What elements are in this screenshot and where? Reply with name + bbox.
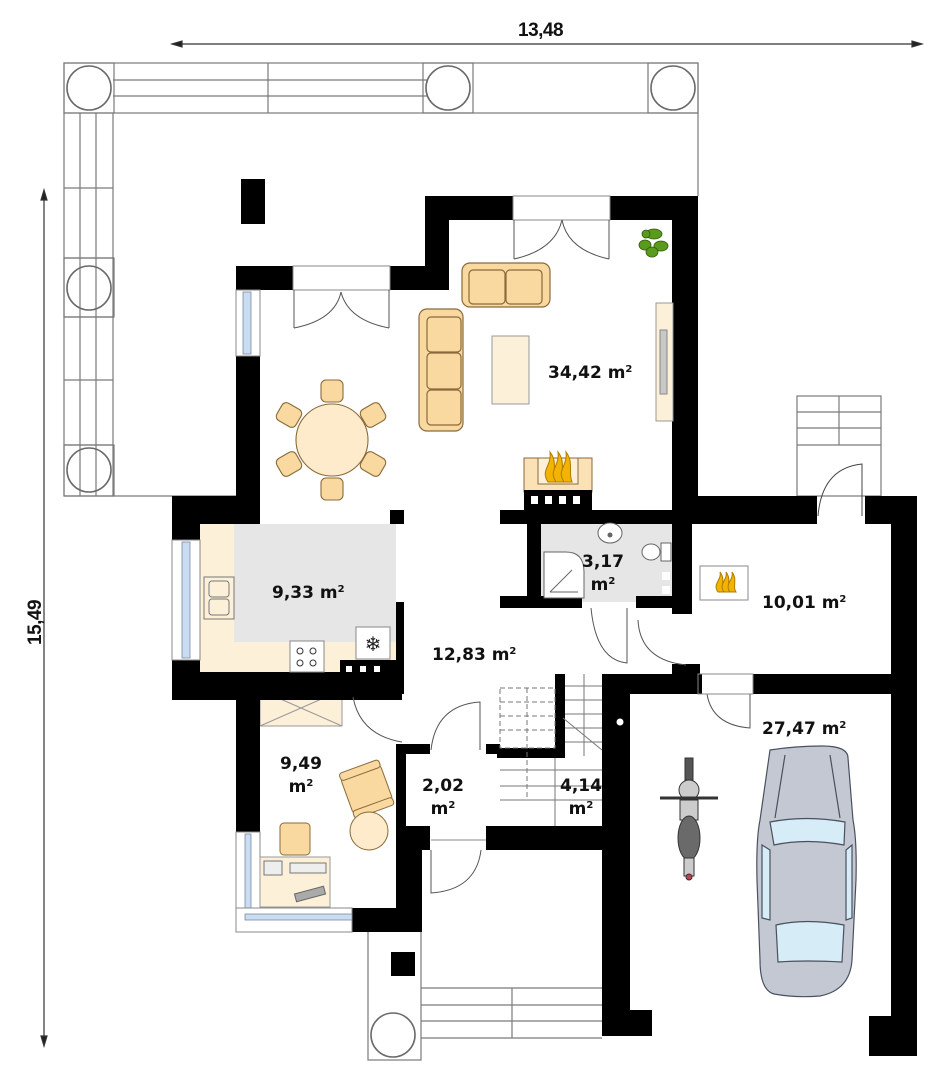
rear-door-swing: [817, 463, 863, 517]
rear-stairs: [796, 395, 882, 497]
coffee-table: [491, 335, 530, 405]
room-area: 9,33: [272, 583, 314, 603]
room-unit: m: [288, 777, 307, 797]
room-label-kitchen: 9,33 m2: [272, 580, 345, 603]
bath-chimney: [662, 572, 670, 594]
room-label-living-room: 34,42 m2: [548, 360, 632, 383]
room-area: 10,01: [762, 593, 816, 613]
room-unit-sup: 2: [509, 646, 517, 657]
car: [756, 745, 857, 998]
height-dimension-label: 15,49: [25, 599, 46, 645]
kitchen-floor-tile: [234, 524, 396, 642]
chimney-block: [241, 179, 265, 224]
fridge: ❄: [355, 626, 391, 660]
room-area: 27,47: [762, 719, 816, 739]
room-unit: m: [821, 593, 840, 613]
kitchen-sink: [203, 576, 235, 620]
tv-cabinet: [655, 302, 674, 422]
room-area: 34,42: [548, 363, 602, 383]
fireplace: [523, 450, 593, 510]
svg-text:❄: ❄: [365, 632, 382, 656]
interior-stairs: [499, 674, 603, 826]
room-area: 3,17: [582, 552, 624, 572]
room-unit-sup: 2: [337, 584, 345, 595]
room-label-bathroom: 3,17 m2: [582, 552, 624, 595]
room-label-garage: 27,47 m2: [762, 716, 846, 739]
room-label-hall: 12,83 m2: [432, 642, 516, 665]
walls: [172, 196, 917, 1056]
sofa-top: [461, 262, 551, 308]
dimension-height-line: [40, 187, 48, 1049]
room-area: 2,02: [422, 776, 464, 796]
side-table: [349, 811, 389, 851]
windows: [171, 289, 353, 933]
room-unit-sup: 2: [586, 800, 594, 811]
potted-plant: [638, 228, 669, 258]
room-unit-sup: 2: [608, 576, 616, 587]
room-unit: m: [568, 799, 587, 819]
bathroom-fixtures: [543, 522, 672, 599]
room-area: 4,14: [560, 776, 602, 796]
dining-set: [275, 379, 387, 501]
doors: [292, 195, 754, 894]
room-unit-sup: 2: [448, 800, 456, 811]
room-area: 12,83: [432, 645, 486, 665]
armchair: [339, 759, 395, 819]
motorcycle: [660, 757, 718, 881]
front-post-block: [391, 952, 415, 976]
room-label-boiler-room: 10,01 m2: [762, 590, 846, 613]
front-stairs: [367, 929, 602, 1061]
room-unit: m: [821, 719, 840, 739]
kitchen-stove: [289, 640, 325, 673]
light-switch-dot: [615, 717, 625, 727]
room-unit: m: [607, 363, 626, 383]
terrace-columns: [66, 65, 696, 493]
sofa-left: [418, 308, 464, 432]
room-label-vestibule: 2,02 m2: [422, 776, 464, 819]
room-unit: m: [319, 583, 338, 603]
boiler-unit: [699, 565, 749, 601]
room-unit-sup: 2: [625, 364, 633, 375]
room-label-storage: 4,14 m2: [560, 776, 602, 819]
desk: [259, 822, 331, 908]
room-unit: m: [430, 799, 449, 819]
width-dimension-label: 13,48: [518, 20, 564, 41]
room-label-office: 9,49 m2: [280, 754, 322, 797]
room-unit: m: [491, 645, 510, 665]
room-area: 9,49: [280, 754, 322, 774]
room-unit-sup: 2: [839, 594, 847, 605]
kitchen-chimney: [340, 660, 396, 674]
dimension-width-line: [169, 40, 925, 48]
terrace-pergola: [63, 62, 699, 497]
room-unit-sup: 2: [839, 720, 847, 731]
room-unit: m: [590, 575, 609, 595]
room-unit-sup: 2: [306, 778, 314, 789]
